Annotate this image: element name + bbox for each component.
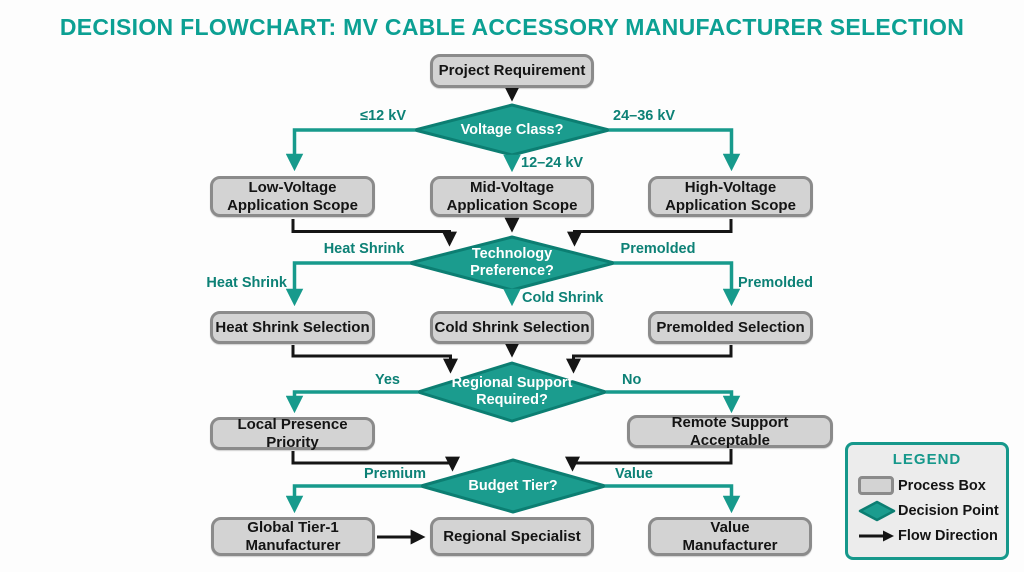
connector-tech-to-heat — [285, 261, 410, 307]
edge-label-24-36kv: 24–36 kV — [613, 108, 676, 124]
legend-title: LEGEND — [892, 451, 962, 468]
connector-low-to-tech — [291, 219, 457, 247]
edge-label-heat-shrink-1: Heat Shrink — [323, 241, 405, 257]
decision-voltage-shape — [413, 103, 611, 157]
decision-budget-shape — [419, 458, 607, 514]
edge-label-premolded-1: Premolded — [620, 241, 696, 257]
edge-label-heat-shrink-2: Heat Shrink — [206, 275, 287, 291]
connector-high-to-tech — [567, 219, 733, 247]
edge-label-12-24kv: 12–24 kV — [521, 155, 584, 171]
connector-regional-no — [606, 390, 741, 414]
process-box-remote-support-acceptable: Remote Support Acceptable — [627, 414, 833, 449]
legend-item-flow-direction: Flow Direction — [858, 523, 1006, 548]
legend-item-label: Decision Point — [898, 502, 999, 519]
process-box-icon — [858, 476, 894, 495]
legend-item-label: Process Box — [898, 477, 986, 494]
page-title: DECISION FLOWCHART: MV CABLE ACCESSORY M… — [59, 14, 965, 40]
edge-label-premium: Premium — [363, 466, 426, 482]
process-box-local-presence-priority: Local Presence Priority — [210, 416, 375, 451]
edge-label-le-12kv: ≤12 kV — [360, 108, 406, 124]
edge-label-no: No — [622, 372, 642, 388]
connector-regional-yes — [285, 390, 418, 414]
process-box-project-requirement: Project Requirement — [430, 54, 594, 88]
edge-label-cold-shrink: Cold Shrink — [522, 290, 604, 306]
process-box-heat-shrink-selection: Heat Shrink Selection — [210, 311, 375, 344]
connector-voltage-to-high — [609, 128, 741, 172]
connector-budget-value — [605, 484, 741, 514]
edge-label-yes: Yes — [375, 372, 400, 388]
decision-point-icon — [858, 500, 896, 521]
connector-budget-premium — [285, 484, 421, 514]
process-box-premolded-selection: Premolded Selection — [648, 311, 813, 344]
process-box-regional-specialist: Regional Specialist — [430, 517, 594, 556]
connector-remote-to-budget — [565, 449, 733, 472]
decision-technology-shape — [408, 235, 616, 292]
connector-voltage-to-low — [285, 128, 415, 172]
connector-heat-to-regional — [291, 345, 458, 374]
connector-premolded-to-regional — [566, 345, 733, 374]
edge-label-premolded-2: Premolded — [738, 275, 813, 291]
flow-direction-icon — [859, 530, 894, 541]
legend-item-decision-point: Decision Point — [858, 498, 1006, 523]
legend-item-process-box: Process Box — [858, 473, 1006, 498]
process-box-cold-shrink-selection: Cold Shrink Selection — [430, 311, 594, 344]
edge-label-value: Value — [615, 466, 653, 482]
legend: LEGEND Process Box Decision Point Flow D… — [845, 442, 1009, 560]
legend-item-label: Flow Direction — [898, 527, 998, 544]
decision-regional-shape — [416, 361, 608, 423]
connector-local-to-budget — [291, 451, 460, 472]
connector-tech-to-premolded — [614, 261, 741, 307]
